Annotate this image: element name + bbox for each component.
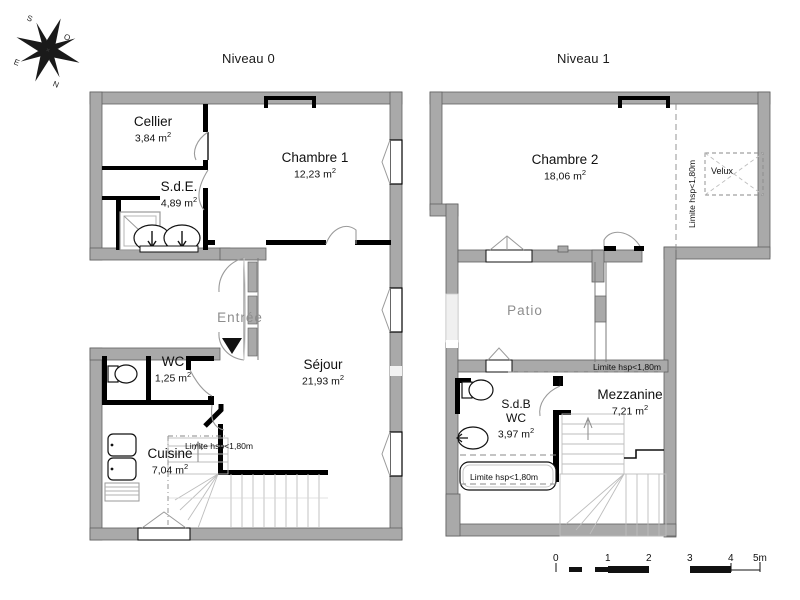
room-label-cellier: Cellier 3,84 m2	[103, 114, 203, 144]
room-name: S.d.E.	[160, 179, 198, 194]
room-area: 7,04 m2	[151, 461, 189, 477]
room-label-sdb-wc: S.d.B WC 3,97 m2	[466, 397, 566, 441]
level0-plan	[89, 91, 403, 541]
room-name: Chambre 2	[531, 152, 599, 167]
level1-plan	[429, 91, 771, 538]
room-label-sejour: Séjour 21,93 m2	[268, 357, 378, 387]
room-name: Séjour	[303, 357, 343, 372]
level1-title: Niveau 1	[557, 51, 610, 66]
room-area: 3,84 m2	[134, 129, 172, 145]
room-area: 18,06 m2	[543, 167, 587, 183]
room-name-secondary: WC	[506, 410, 526, 425]
room-area: 1,25 m2	[154, 369, 192, 385]
height-limit-label-bathroom: Limite hsp<1,80m	[470, 472, 539, 482]
room-label-sde: S.d.E. 4,89 m2	[129, 179, 229, 209]
entrance-label: Entrée	[200, 310, 280, 326]
compass-rose-icon	[3, 5, 93, 95]
room-label-chambre1: Chambre 1 12,23 m2	[250, 150, 380, 180]
scale-tick-3: 3	[687, 553, 693, 564]
room-label-patio: Patio	[470, 303, 580, 319]
room-area: 4,89 m2	[160, 194, 198, 210]
room-area: 12,23 m2	[293, 165, 337, 181]
level0-title: Niveau 0	[222, 51, 275, 66]
room-name: Entrée	[217, 310, 263, 325]
scale-tick-2: 2	[646, 553, 652, 564]
room-label-chambre2: Chambre 2 18,06 m2	[500, 152, 630, 182]
room-label-cuisine: Cuisine 7,04 m2	[115, 446, 225, 476]
room-name: Cellier	[133, 114, 173, 129]
room-name: Mezzanine	[597, 387, 663, 402]
room-area: 7,21 m2	[611, 402, 649, 418]
room-name: Cuisine	[147, 446, 193, 461]
scale-tick-1: 1	[605, 553, 611, 564]
scale-end-label: 5m	[753, 553, 767, 564]
room-name: Patio	[507, 303, 543, 318]
entrance-arrow-icon	[222, 338, 242, 354]
velux-label: Velux	[711, 166, 734, 176]
room-label-wc: WC 1,25 m2	[128, 354, 218, 384]
room-area: 3,97 m2	[497, 425, 535, 441]
stairs-level0	[167, 435, 328, 529]
height-limit-label-level0: Limite hsp<1,80m	[185, 441, 254, 451]
scale-bar	[555, 562, 761, 573]
height-limit-label-velux: Limite hsp<1,80m	[687, 159, 697, 228]
room-label-mezzanine: Mezzanine 7,21 m2	[565, 387, 695, 417]
height-limit-label-mezzanine: Limite hsp<1,80m	[593, 362, 662, 372]
velux-opening	[704, 152, 764, 196]
room-name: WC	[161, 354, 185, 369]
room-area: 21,93 m2	[301, 372, 345, 388]
room-name: Chambre 1	[281, 150, 349, 165]
scale-tick-0: 0	[553, 553, 559, 564]
stairs-level1	[559, 413, 667, 537]
room-name: S.d.B	[501, 397, 531, 411]
scale-tick-4: 4	[728, 553, 734, 564]
